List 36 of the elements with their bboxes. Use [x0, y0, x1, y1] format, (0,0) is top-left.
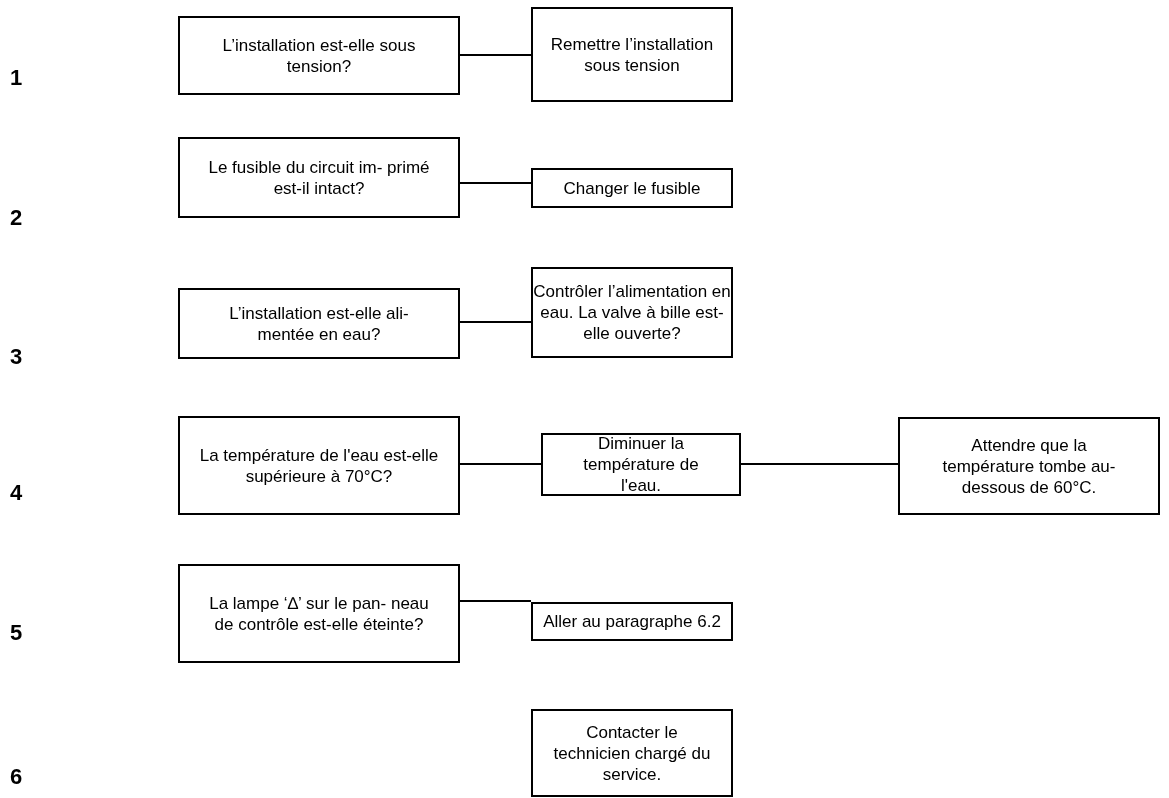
box-text: Contacter le technicien chargé du service.	[552, 721, 712, 785]
connector-line	[740, 463, 899, 465]
box-text: Aller au paragraphe 6.2	[543, 611, 721, 632]
step-number: 1	[10, 65, 23, 91]
process-box	[531, 7, 733, 102]
box-text: Contrôler l’alimentation en eau. La valve à bille est- elle ouverte?	[533, 281, 731, 344]
process-box	[178, 416, 460, 515]
box-text: L’installation est-elle sous tension?	[221, 34, 417, 77]
connector-line	[459, 463, 542, 465]
process-box	[531, 602, 733, 641]
process-box	[531, 267, 733, 358]
step-number: 5	[10, 620, 23, 646]
step-number: 4	[10, 480, 23, 506]
process-box	[531, 709, 733, 797]
process-box	[178, 288, 460, 359]
box-text: Changer le fusible	[563, 177, 701, 199]
connector-line	[459, 54, 532, 56]
box-text: La température de l'eau est-elle supérieure à 70°C?	[198, 444, 440, 487]
step-number: 2	[10, 205, 23, 231]
process-box	[178, 564, 460, 663]
box-text: Remettre l’installation sous tension	[549, 33, 715, 76]
box-text: Diminuer la température de l'eau.	[582, 433, 700, 496]
box-text: Attendre que la température tombe au-dessous de 60°C.	[941, 434, 1117, 498]
box-text: L’installation est-elle ali- mentée en eau?	[228, 302, 410, 345]
box-text: La lampe ‘∆’ sur le pan- neau de contrôle est-elle éteinte?	[208, 592, 430, 635]
connector-line	[459, 600, 532, 602]
connector-line	[459, 321, 532, 323]
step-number: 3	[10, 344, 23, 370]
process-box	[541, 433, 741, 496]
process-box	[178, 16, 460, 95]
process-box	[178, 137, 460, 218]
step-number: 6	[10, 764, 23, 790]
process-box	[898, 417, 1160, 515]
process-box	[531, 168, 733, 208]
connector-line	[459, 182, 532, 184]
box-text: Le fusible du circuit im- primé est-il intact?	[207, 156, 431, 199]
